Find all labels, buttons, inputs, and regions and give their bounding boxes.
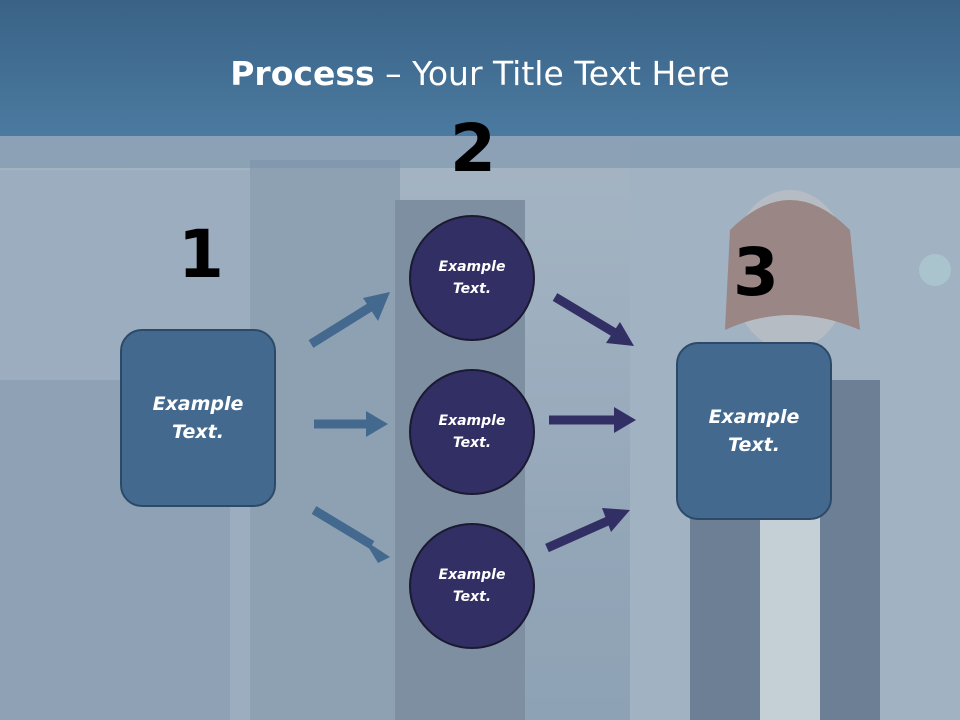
arrow-right-middle [549, 407, 636, 433]
title-band [0, 136, 960, 168]
step-number-1: 1 [178, 216, 224, 293]
title-rest: – Your Title Text Here [374, 54, 730, 93]
arrow-left-middle [314, 411, 388, 437]
arrow-left-down [311, 506, 390, 563]
arrow-right-down [552, 293, 634, 346]
arrow-right-up [545, 508, 630, 553]
title-bold: Process [230, 54, 375, 93]
step-number-3: 3 [733, 234, 779, 311]
process-circle-bottom: Example Text. [409, 523, 535, 649]
title-bar [0, 0, 960, 136]
process-circle-top: Example Text. [409, 215, 535, 341]
slide-title: Process – Your Title Text Here [0, 54, 960, 93]
step-number-2: 2 [450, 110, 496, 187]
process-box-left: Example Text. [120, 329, 276, 507]
arrow-left-up [308, 292, 390, 348]
process-box-right: Example Text. [676, 342, 832, 520]
process-circle-middle: Example Text. [409, 369, 535, 495]
